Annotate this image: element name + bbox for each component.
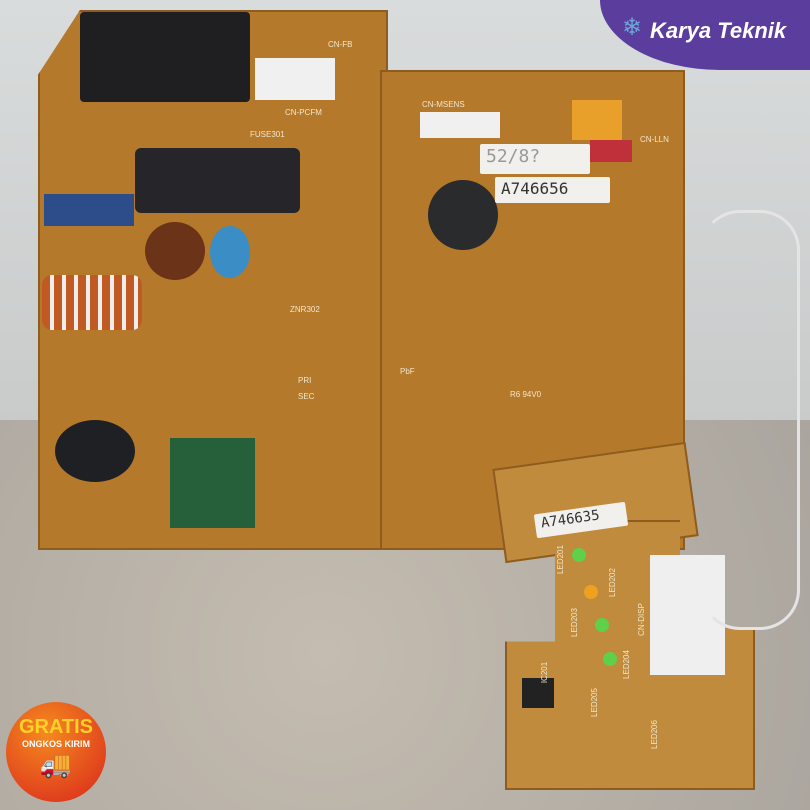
ir-receiver (522, 678, 554, 708)
silk-cn-pcfm: CN-PCFM (285, 108, 322, 117)
main-part-label: A746656 (495, 177, 610, 203)
badge-ongkos: ONGKOS KIRIM (21, 739, 90, 749)
silk-r6: R6 94V0 (510, 390, 542, 399)
buzzer (428, 180, 498, 250)
wire-bundle (700, 210, 800, 630)
delivery-truck-icon: 🚚 (39, 749, 73, 779)
electrolytic-capacitor (55, 420, 135, 482)
relay-component (80, 12, 250, 102)
free-shipping-badge: GRATIS ONGKOS KIRIM 🚚 (6, 702, 106, 802)
led-orange (584, 585, 598, 599)
inductor (145, 222, 205, 280)
led-green (572, 548, 586, 562)
silk-led202: LED202 (607, 568, 617, 597)
connector-red (590, 140, 632, 162)
capacitor-blue (44, 194, 134, 226)
silk-cn-lln: CN-LLN (640, 135, 669, 144)
silk-ic201: IC201 (540, 661, 550, 684)
silk-led205: LED205 (589, 688, 599, 717)
silk-sec: SEC (298, 392, 315, 401)
capacitor-cyan (210, 226, 250, 278)
batch-label: 52/8? (480, 144, 590, 174)
silk-led201: LED201 (555, 545, 565, 574)
power-module (135, 148, 300, 213)
snowflake-icon: ❄ (622, 14, 643, 41)
led-green-3 (603, 652, 617, 666)
silk-cn-fb: CN-FB (328, 40, 353, 49)
connector-white-2 (420, 112, 500, 138)
led-green-2 (595, 618, 609, 632)
badge-gratis: GRATIS (18, 716, 94, 738)
connector-white (255, 58, 335, 100)
transformer (170, 438, 255, 528)
silk-fuse: FUSE301 (250, 130, 285, 139)
silk-led206: LED206 (649, 720, 659, 749)
connector-orange (572, 100, 622, 140)
brand-name: Karya Teknik (650, 18, 787, 43)
silk-pri: PRI (298, 376, 312, 385)
silk-pbf: PbF (400, 367, 415, 376)
silk-cn-msens: CN-MSENS (422, 100, 465, 109)
coil (42, 275, 142, 330)
silk-led203: LED203 (569, 608, 579, 637)
silk-led204: LED204 (621, 650, 631, 679)
silk-znr302: ZNR302 (290, 305, 320, 314)
silk-cn-disp: CN-DISP (636, 603, 646, 636)
